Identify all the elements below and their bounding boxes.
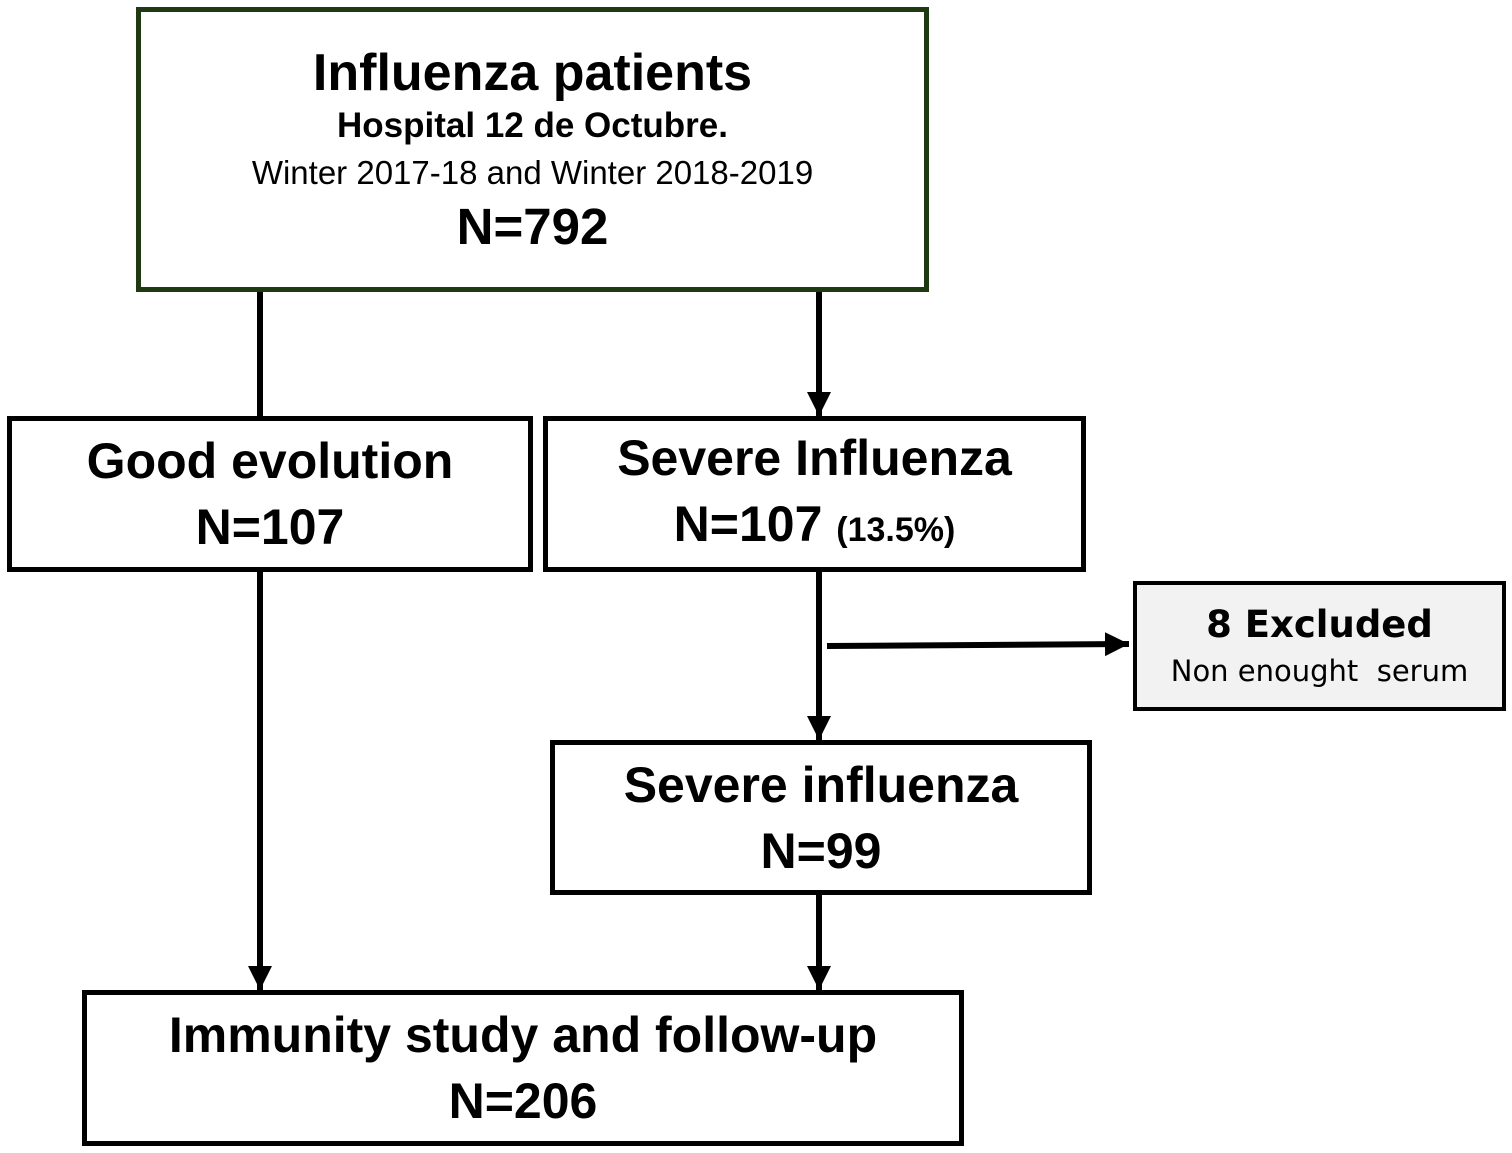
influenza-patients-title: Influenza patients: [312, 43, 753, 102]
good-evolution-title: Good evolution: [86, 433, 454, 489]
good-evolution-box: Good evolution N=107: [7, 416, 533, 572]
good-evolution-count: N=107: [195, 499, 345, 555]
hospital-label: Hospital 12 de Octubre.: [337, 105, 728, 145]
period-label: Winter 2017-18 and Winter 2018-2019: [251, 153, 814, 191]
influenza-patients-box: Influenza patients Hospital 12 de Octubr…: [136, 7, 929, 292]
severe-influenza-percent: (13.5%): [836, 511, 956, 549]
severe-influenza-title: Severe Influenza: [617, 430, 1012, 486]
immunity-study-box: Immunity study and follow-up N=206: [82, 990, 964, 1146]
excluded-reason: Non enought serum: [1170, 654, 1469, 688]
severe-influenza-final-count: N=99: [760, 822, 882, 879]
severe-influenza-final-box: Severe influenza N=99: [550, 740, 1092, 895]
arrow-to-excluded: [826, 632, 1130, 657]
severe-influenza-count-line: N=107 (13.5%): [674, 491, 956, 563]
total-count: N=792: [456, 197, 609, 255]
immunity-study-title: Immunity study and follow-up: [168, 1007, 878, 1063]
immunity-study-count: N=206: [448, 1073, 598, 1129]
severe-influenza-box: Severe Influenza N=107 (13.5%): [543, 416, 1086, 572]
excluded-title: 8 Excluded: [1206, 603, 1433, 646]
severe-influenza-count: N=107: [673, 496, 823, 552]
severe-influenza-final-title: Severe influenza: [623, 756, 1019, 813]
excluded-box: 8 Excluded Non enought serum: [1133, 581, 1506, 711]
